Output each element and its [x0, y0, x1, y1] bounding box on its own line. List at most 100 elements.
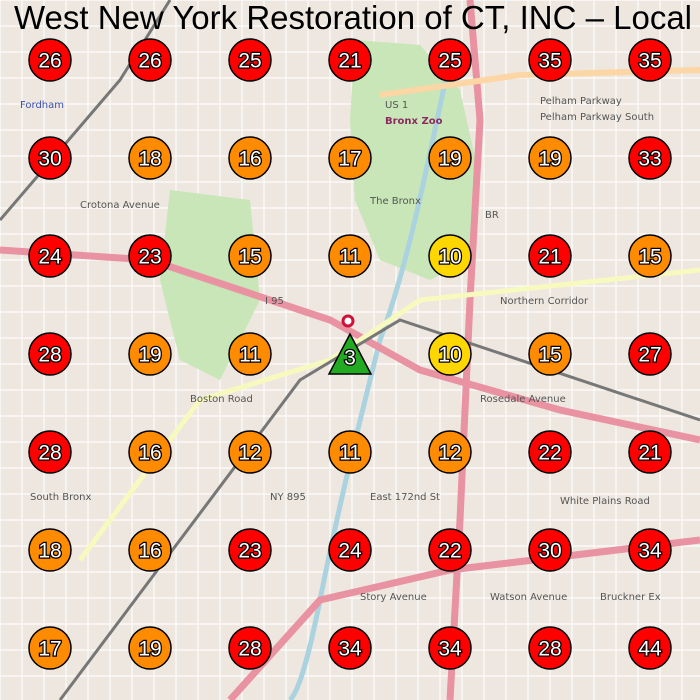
grid-marker[interactable]: 35 [528, 38, 572, 82]
label-story: Story Avenue [360, 592, 427, 603]
marker-value: 15 [538, 344, 561, 367]
grid-marker[interactable]: 16 [228, 136, 272, 180]
marker-circle [628, 136, 672, 180]
grid-marker[interactable]: 21 [628, 430, 672, 474]
marker-value: 18 [138, 148, 161, 171]
grid-marker[interactable]: 10 [428, 234, 472, 278]
grid-marker[interactable]: 21 [328, 38, 372, 82]
label-bruckner: Bruckner Ex [600, 592, 661, 603]
grid-marker[interactable]: 34 [428, 626, 472, 670]
marker-value: 24 [38, 246, 62, 269]
grid-marker[interactable]: 28 [28, 332, 72, 376]
marker-circle [328, 234, 372, 278]
grid-marker[interactable]: 34 [628, 528, 672, 572]
label-i95: I 95 [265, 296, 284, 307]
grid-marker[interactable]: 12 [228, 430, 272, 474]
marker-value: 21 [638, 442, 661, 465]
grid-marker[interactable]: 19 [528, 136, 572, 180]
grid-marker[interactable]: 27 [628, 332, 672, 376]
grid-marker[interactable]: 19 [128, 332, 172, 376]
grid-marker[interactable]: 33 [628, 136, 672, 180]
marker-value: 11 [339, 246, 361, 269]
grid-marker[interactable]: 21 [528, 234, 572, 278]
grid-marker[interactable]: 22 [428, 528, 472, 572]
marker-circle [328, 626, 372, 670]
grid-marker[interactable]: 28 [228, 626, 272, 670]
grid-marker[interactable]: 26 [128, 38, 172, 82]
marker-value: 27 [638, 344, 661, 367]
marker-value: 21 [538, 246, 561, 269]
grid-marker[interactable]: 16 [128, 430, 172, 474]
marker-circle [428, 234, 472, 278]
grid-marker[interactable]: 19 [428, 136, 472, 180]
grid-marker[interactable]: 3 [327, 314, 373, 375]
marker-circle [428, 136, 472, 180]
grid-marker[interactable]: 11 [328, 430, 372, 474]
grid-marker[interactable]: 15 [628, 234, 672, 278]
grid-marker[interactable]: 26 [28, 38, 72, 82]
marker-circle [328, 430, 372, 474]
bruckner-expressway [227, 536, 700, 700]
grid-marker[interactable]: 12 [428, 430, 472, 474]
grid-marker[interactable]: 24 [28, 234, 72, 278]
label-br: BR [485, 210, 499, 221]
marker-value: 10 [438, 246, 461, 269]
markers: 26 26 25 21 25 35 35 30 18 16 17 19 19 33 24 23 15 11 10 21… [28, 38, 672, 670]
grid-marker[interactable]: 25 [228, 38, 272, 82]
grid-marker[interactable]: 15 [528, 332, 572, 376]
marker-circle [628, 332, 672, 376]
grid-marker[interactable]: 18 [28, 528, 72, 572]
marker-circle [528, 626, 572, 670]
marker-circle [128, 136, 172, 180]
marker-value: 22 [538, 442, 561, 465]
river [288, 59, 453, 700]
grid-marker[interactable]: 28 [528, 626, 572, 670]
grid-marker[interactable]: 15 [228, 234, 272, 278]
grid-marker[interactable]: 34 [328, 626, 372, 670]
grid-marker[interactable]: 24 [328, 528, 372, 572]
label-ny895: NY 895 [270, 492, 306, 503]
marker-circle [228, 332, 272, 376]
marker-circle [628, 234, 672, 278]
label-south-bronx: South Bronx [30, 492, 91, 503]
marker-value: 26 [38, 50, 61, 73]
marker-circle [128, 332, 172, 376]
grid-marker[interactable]: 30 [28, 136, 72, 180]
grid-marker[interactable]: 23 [128, 234, 172, 278]
grid-marker[interactable]: 35 [628, 38, 672, 82]
grid-marker[interactable]: 44 [628, 626, 672, 670]
marker-value: 22 [438, 540, 461, 563]
grid-marker[interactable]: 17 [328, 136, 372, 180]
location-pin-icon [341, 314, 355, 328]
grid-marker[interactable]: 18 [128, 136, 172, 180]
grid-marker[interactable]: 16 [128, 528, 172, 572]
marker-value: 15 [238, 246, 261, 269]
marker-value: 11 [239, 344, 261, 367]
grid-marker[interactable]: 17 [28, 626, 72, 670]
marker-value: 25 [238, 50, 261, 73]
marker-value: 28 [538, 638, 561, 661]
marker-value: 34 [338, 638, 362, 661]
marker-value: 28 [38, 344, 61, 367]
marker-circle [428, 38, 472, 82]
grid-marker[interactable]: 10 [428, 332, 472, 376]
grid-marker[interactable]: 11 [228, 332, 272, 376]
label-us1: US 1 [385, 100, 408, 111]
marker-circle [628, 38, 672, 82]
marker-value: 12 [438, 442, 461, 465]
label-rosedale: Rosedale Avenue [480, 394, 566, 405]
marker-value: 23 [238, 540, 261, 563]
grid-marker[interactable]: 25 [428, 38, 472, 82]
grid-marker[interactable]: 11 [328, 234, 372, 278]
grid-marker[interactable]: 19 [128, 626, 172, 670]
marker-circle [628, 626, 672, 670]
grid-marker[interactable]: 23 [228, 528, 272, 572]
grid-marker[interactable]: 22 [528, 430, 572, 474]
grid-marker[interactable]: 30 [528, 528, 572, 572]
marker-value: 16 [138, 442, 161, 465]
grid-marker[interactable]: 28 [28, 430, 72, 474]
marker-value: 19 [538, 148, 561, 171]
marker-circle [328, 136, 372, 180]
marker-value: 17 [38, 638, 61, 661]
